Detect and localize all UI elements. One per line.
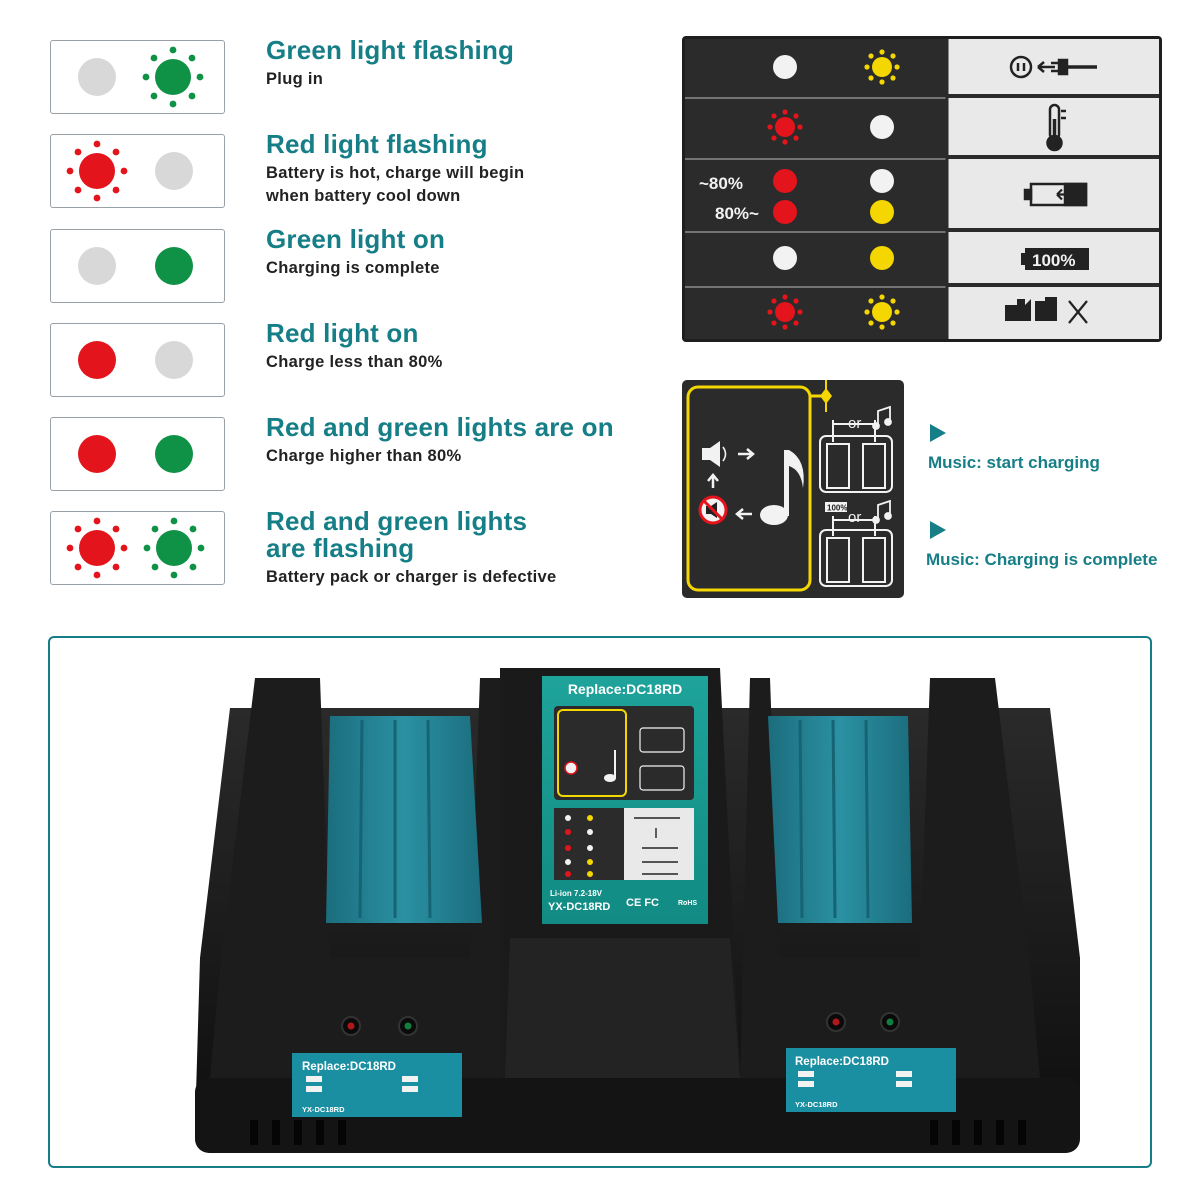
legend-indicator-red-flashing [50, 134, 225, 208]
chart-led-off-icon [870, 169, 894, 193]
chart-led-red-flashing-icon [767, 109, 803, 145]
led-red-on-icon [78, 341, 116, 379]
left-plate-code: YX-DC18RD [302, 1105, 345, 1114]
defective-icon [1005, 297, 1088, 324]
charger-diagram-bottom [819, 516, 893, 587]
legend-indicator-green-flashing [50, 40, 225, 114]
indicator-chart: ~80% 80%~ 100% [682, 36, 1162, 342]
charger-photo: Replace:DC18RD Li-ion 7.2-18V YX-DC18RD … [48, 636, 1152, 1168]
legend-title: Red light flashing [266, 129, 488, 159]
left-green-led-icon [404, 1022, 412, 1030]
legend-indicator-red-green-on [50, 417, 225, 491]
thermometer-icon [1046, 103, 1066, 152]
cert-marks: CE FC [626, 897, 659, 909]
right-plate-model: Replace:DC18RD [795, 1056, 889, 1068]
legend-title: Red and green lights are on [266, 412, 614, 442]
or-label: or [848, 509, 861, 526]
legend-desc: Charge higher than 80% [266, 447, 462, 465]
chart-led-red-flashing-icon [767, 294, 803, 330]
led-off-icon [78, 58, 116, 96]
left-battery-rail [326, 716, 482, 923]
chart-label-below-80: ~80% [699, 174, 743, 193]
led-off-icon [78, 247, 116, 285]
arrow-left-icon [735, 508, 752, 520]
rohs-mark: RoHS [678, 900, 697, 907]
left-plate-model: Replace:DC18RD [302, 1061, 396, 1073]
charger-diagram-top [819, 420, 893, 493]
play-triangle-icon [930, 521, 946, 539]
left-label-plate: Replace:DC18RD YX-DC18RD [292, 1053, 462, 1117]
legend-desc: Battery pack or charger is defective [266, 568, 557, 586]
chart-led-off-icon [773, 246, 797, 270]
music-small-icon [872, 405, 892, 430]
chart-led-yellow-on-icon [870, 246, 894, 270]
chart-led-red-on-icon [773, 169, 797, 193]
legend-title: Green light flashing [266, 35, 515, 65]
led-green-flashing-icon [142, 46, 204, 108]
chart-led-off-icon [870, 115, 894, 139]
legend-indicator-red-green-flashing [50, 511, 225, 585]
arrow-right-icon [738, 448, 755, 460]
or-label: or [848, 415, 861, 432]
music-note-icon [760, 450, 804, 525]
arrow-up-icon [707, 473, 719, 488]
chart-led-off-icon [773, 55, 797, 79]
music-panel: or 100% or [682, 380, 904, 598]
led-green-flashing-icon [143, 517, 205, 579]
legend-desc: Plug in [266, 70, 324, 88]
music-start-text: Music: start charging [928, 453, 1100, 472]
center-label: Replace:DC18RD Li-ion 7.2-18V YX-DC18RD … [542, 676, 708, 924]
right-green-led-icon [886, 1018, 894, 1026]
product-code: YX-DC18RD [548, 901, 610, 913]
right-red-led-icon [832, 1018, 840, 1026]
chart-led-red-on-icon [773, 200, 797, 224]
legend-desc: Charging is complete [266, 259, 440, 277]
legend-title: Red light on [266, 318, 419, 348]
legend-title: Green light on [266, 224, 446, 254]
plug-in-icon [1009, 55, 1097, 79]
mute-icon [698, 495, 728, 525]
legend-desc: Battery is hot, charge will begin when b… [266, 164, 525, 205]
led-green-on-icon [155, 247, 193, 285]
full-badge-label: 100% [827, 504, 847, 513]
led-off-icon [155, 341, 193, 379]
chart-label-full: 100% [1032, 251, 1075, 270]
play-triangle-icon [930, 424, 946, 442]
led-red-on-icon [78, 435, 116, 473]
right-label-plate: Replace:DC18RD YX-DC18RD [786, 1048, 956, 1112]
led-off-icon [155, 152, 193, 190]
music-small-icon [872, 499, 892, 524]
music-complete-text: Music: Charging is complete [926, 550, 1158, 569]
right-plate-code: YX-DC18RD [795, 1100, 838, 1109]
legend-desc: Charge less than 80% [266, 353, 443, 371]
legend-indicator-red-on [50, 323, 225, 397]
speaker-icon [702, 441, 727, 467]
led-green-on-icon [155, 435, 193, 473]
led-red-flashing-icon [66, 517, 128, 579]
right-battery-rail [768, 716, 912, 923]
led-red-flashing-icon [66, 140, 128, 202]
chart-led-yellow-flashing-icon [864, 49, 900, 85]
legend-indicator-green-on [50, 229, 225, 303]
battery-full-icon: 100% [1021, 248, 1089, 270]
battery-charging-icon [1023, 182, 1088, 207]
voltage-label: Li-ion 7.2-18V [550, 889, 603, 898]
chart-led-yellow-on-icon [870, 200, 894, 224]
chart-led-yellow-flashing-icon [864, 294, 900, 330]
legend-title: Red and green lights are flashing [266, 506, 528, 563]
chart-label-above-80: 80%~ [715, 204, 759, 223]
center-model-label: Replace:DC18RD [568, 681, 682, 697]
left-red-led-icon [347, 1022, 355, 1030]
